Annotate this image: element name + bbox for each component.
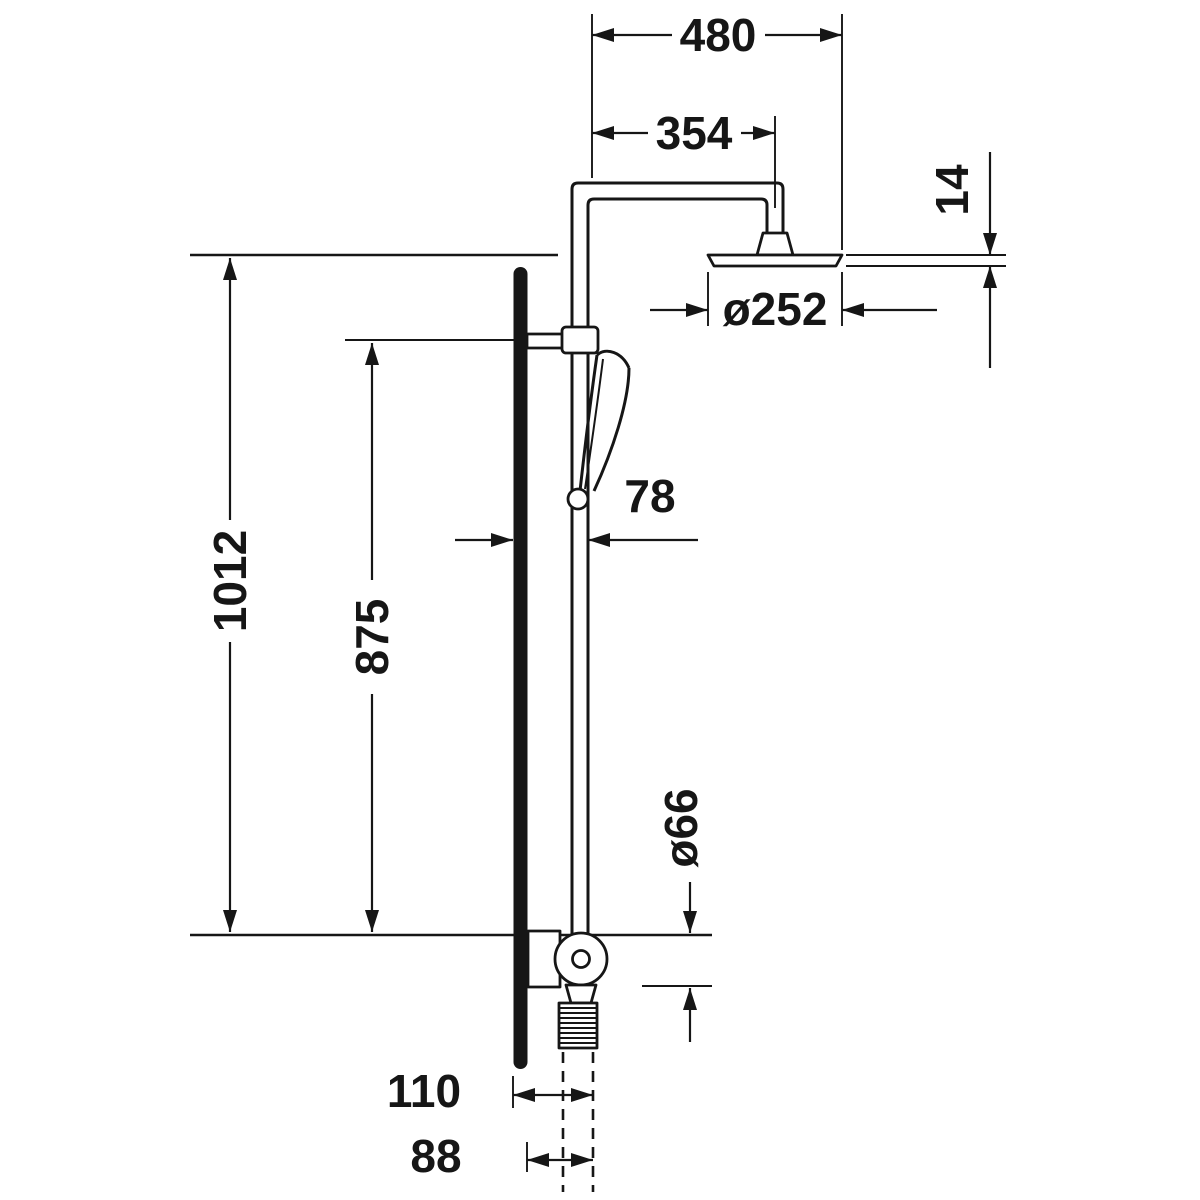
dim-14-label: 14 <box>926 164 978 216</box>
dim-875: 875 <box>346 343 398 932</box>
dim-66-label: ø66 <box>655 788 707 867</box>
dim-78-label: 78 <box>624 470 675 522</box>
hand-shower-left-edge <box>578 354 599 492</box>
dim-875-label: 875 <box>346 599 398 676</box>
reference-lines <box>190 253 712 937</box>
extension-lines <box>345 14 1006 1172</box>
dim-252: ø252 <box>650 283 937 335</box>
dim-480-label: 480 <box>680 9 757 61</box>
hand-shower-right-edge <box>592 367 631 492</box>
shower-hose <box>557 983 599 1192</box>
shower-head-joint <box>755 231 795 257</box>
riser-pipe-outer-line <box>570 181 785 934</box>
dim-252-label: ø252 <box>723 283 828 335</box>
hand-shower-head-cap <box>596 349 631 369</box>
dim-14: 14 <box>926 152 997 368</box>
overhead-shower <box>706 231 844 268</box>
dim-66: ø66 <box>655 788 707 1042</box>
slider-bracket <box>525 325 600 355</box>
dim-78: 78 <box>455 470 698 547</box>
mixer-valve <box>526 929 609 989</box>
dim-110-label: 110 <box>387 1065 461 1117</box>
dim-88-label: 88 <box>410 1130 461 1182</box>
dim-1012: 1012 <box>204 258 256 932</box>
hose-outlet <box>564 983 598 1005</box>
hand-shower-face-line <box>584 358 604 490</box>
slider-knob <box>566 487 590 511</box>
wall-bar <box>513 267 528 1069</box>
hand-shower <box>566 349 631 511</box>
dim-354-label: 354 <box>656 107 733 159</box>
bracket-collar <box>560 325 600 355</box>
dim-354: 354 <box>592 107 775 159</box>
dim-1012-label: 1012 <box>204 530 256 632</box>
dim-1012-mask <box>206 520 254 642</box>
dim-110: 110 <box>387 1065 593 1117</box>
hose-ribs <box>559 1007 597 1044</box>
dim-354-mask <box>648 110 741 154</box>
dim-480-mask <box>672 12 765 56</box>
shower-head <box>706 253 844 268</box>
riser-pipe-inner-line <box>586 197 769 934</box>
riser-pipe <box>570 181 785 934</box>
hose-ribbed-section <box>557 1001 599 1050</box>
dim-875-mask <box>348 580 396 694</box>
dim-88: 88 <box>410 1130 593 1182</box>
dim-480: 480 <box>592 9 842 61</box>
valve-knob <box>571 949 591 969</box>
